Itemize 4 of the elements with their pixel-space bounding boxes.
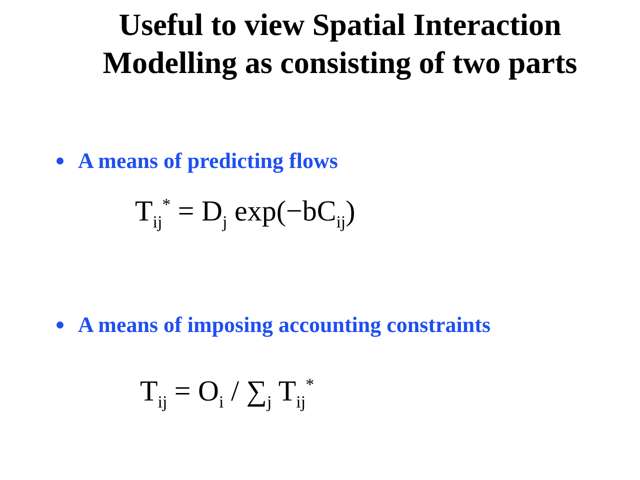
- formula: T$_{ij}$$^{*}$ = D$_{j}$ exp(−bC$_{ij}$): [135, 195, 356, 232]
- bullet-text: A means of imposing accounting constraints: [78, 311, 492, 339]
- bullet-text: A means of predicting flows: [78, 147, 339, 175]
- slide-title: Useful to view Spatial Interaction Modelling as consisting of two parts: [102, 6, 578, 82]
